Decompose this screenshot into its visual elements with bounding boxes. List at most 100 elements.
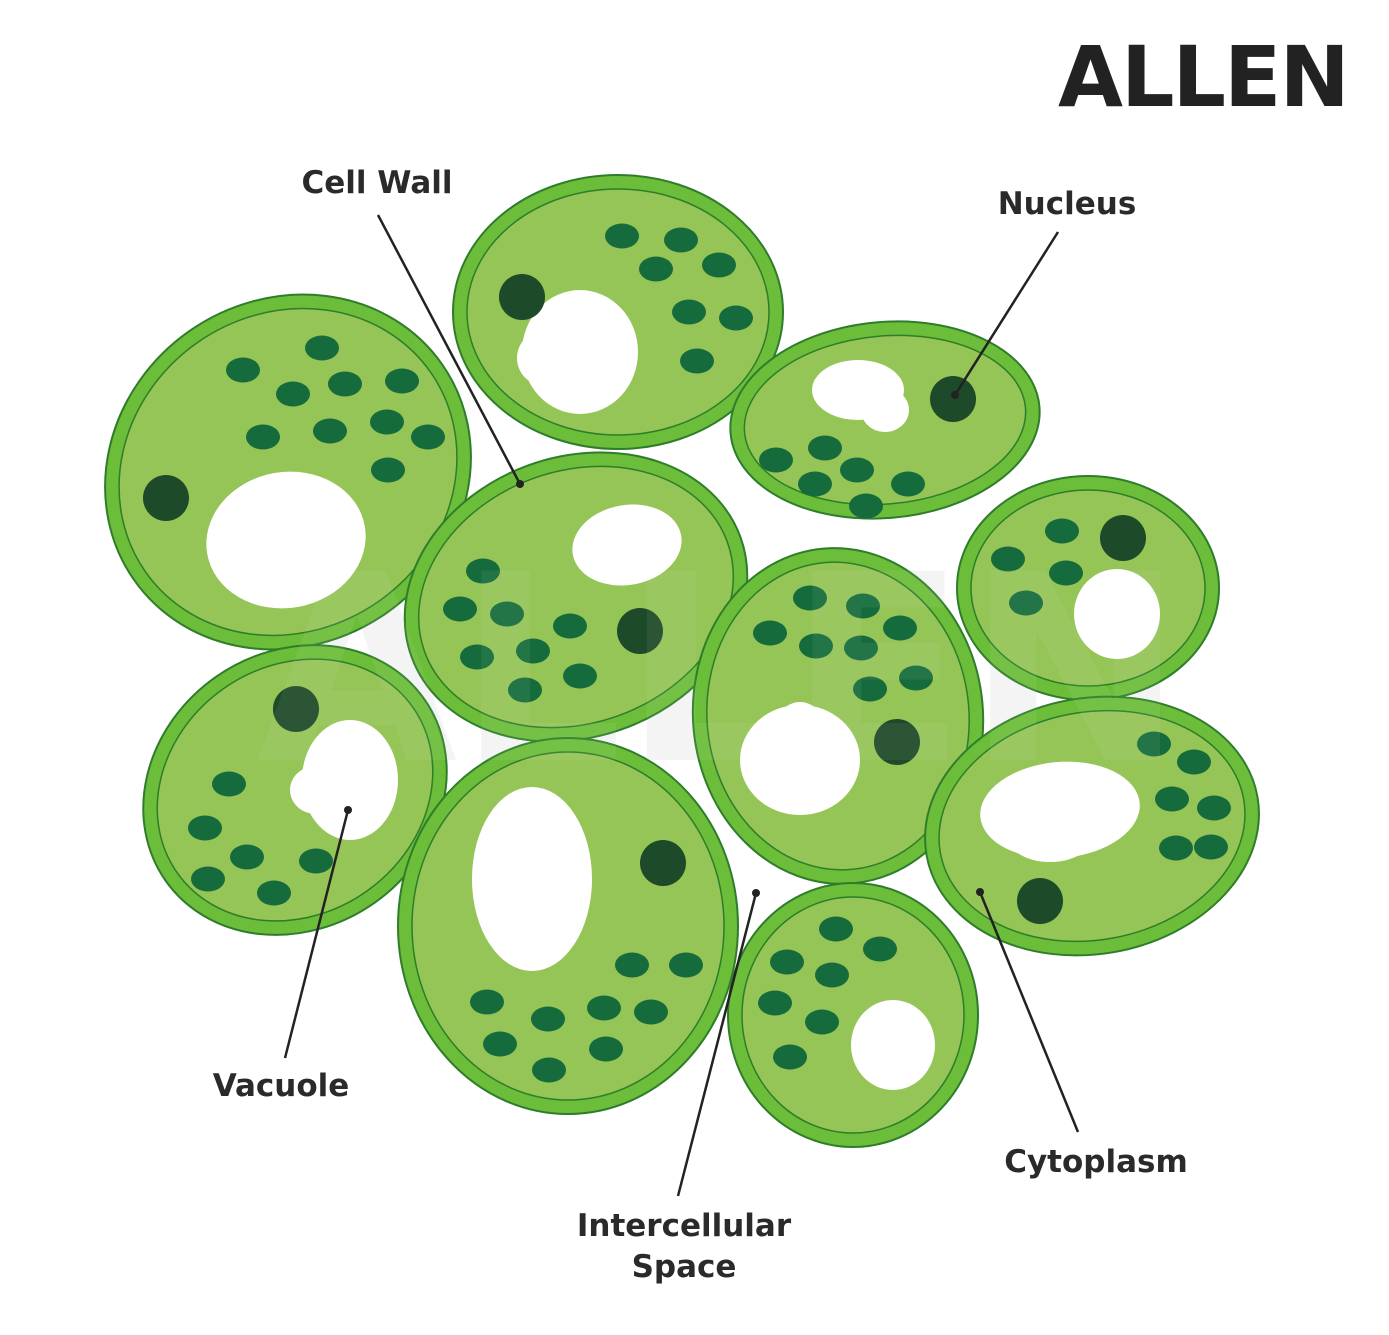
label-nucleus: Nucleus: [951, 186, 1136, 399]
plant-cell: [691, 547, 985, 885]
chloroplast: [815, 962, 849, 988]
intercellular-label-line2: Space: [632, 1249, 737, 1285]
label-intercellular-space: Intercellular Space: [577, 889, 792, 1285]
chloroplast: [759, 447, 793, 473]
vacuole: [206, 471, 366, 609]
chloroplast: [793, 585, 827, 611]
plant-cell: [452, 174, 784, 450]
nucleus: [874, 719, 920, 765]
chloroplast: [1194, 834, 1229, 860]
chloroplast: [1159, 835, 1193, 861]
label-vacuole: Vacuole: [213, 806, 352, 1104]
chloroplast: [634, 999, 668, 1025]
chloroplast: [385, 368, 419, 394]
vacuole: [851, 1000, 935, 1090]
chloroplast: [819, 916, 853, 942]
chloroplast: [1177, 749, 1211, 775]
chloroplast: [313, 418, 347, 444]
chloroplast: [443, 596, 477, 622]
chloroplast: [639, 256, 673, 282]
chloroplast: [672, 299, 706, 325]
chloroplast: [589, 1036, 623, 1062]
chloroplast: [276, 381, 310, 407]
chloroplast: [991, 546, 1025, 572]
plant-cell: [403, 451, 749, 743]
chloroplast: [230, 844, 264, 870]
vacuole: [775, 702, 825, 758]
cytoplasm-label: Cytoplasm: [1004, 1144, 1188, 1180]
chloroplast: [370, 409, 404, 435]
chloroplast: [470, 989, 504, 1015]
plant-cell: [104, 293, 472, 651]
chloroplast: [799, 633, 833, 659]
vacuole: [289, 766, 343, 814]
chloroplast: [1155, 786, 1189, 812]
chloroplast: [891, 471, 925, 497]
chloroplast: [490, 601, 524, 627]
chloroplast: [773, 1044, 807, 1070]
plant-cell: [142, 644, 448, 936]
intercellular-label-line1: Intercellular: [577, 1208, 792, 1244]
vacuole: [740, 705, 860, 815]
plant-cell: [729, 320, 1041, 520]
chloroplast: [798, 471, 832, 497]
nucleus: [640, 840, 686, 886]
chloroplast: [899, 665, 933, 691]
plant-cell: [727, 882, 979, 1148]
chloroplast: [1045, 518, 1079, 544]
chloroplast: [371, 457, 405, 483]
chloroplast: [669, 952, 703, 978]
vacuole: [861, 388, 909, 432]
chloroplast: [483, 1031, 517, 1057]
pointer-dot: [344, 806, 352, 814]
chloroplast: [808, 435, 843, 461]
plant-cell: [397, 737, 739, 1115]
cell-wall-label: Cell Wall: [301, 165, 452, 201]
chloroplast: [805, 1009, 839, 1035]
nucleus: [143, 475, 189, 521]
chloroplast: [702, 252, 736, 278]
vacuole: [1010, 818, 1090, 862]
chloroplast: [466, 558, 501, 584]
chloroplast: [328, 371, 362, 397]
chloroplast: [188, 815, 222, 841]
chloroplast: [299, 848, 333, 874]
chloroplast: [883, 615, 917, 641]
chloroplast: [840, 457, 874, 483]
watermark-overlay: ALLEN: [256, 520, 1184, 822]
pointer-dot: [752, 889, 760, 897]
chloroplast: [226, 357, 260, 383]
chloroplast: [615, 952, 649, 978]
chloroplast: [770, 949, 804, 975]
chloroplast: [508, 677, 542, 703]
nucleus: [930, 376, 976, 422]
chloroplast: [410, 424, 445, 450]
vacuole: [517, 330, 573, 386]
chloroplast: [753, 620, 787, 646]
allen-logo: ALLEN: [1058, 28, 1348, 126]
chloroplast: [853, 676, 887, 702]
label-cytoplasm: Cytoplasm: [976, 888, 1188, 1180]
chloroplast: [531, 1006, 565, 1032]
chloroplast: [191, 866, 225, 892]
vacuole: [1074, 569, 1160, 659]
chloroplast: [245, 424, 280, 450]
chloroplast: [1197, 795, 1231, 821]
nucleus: [499, 274, 545, 320]
chloroplast: [305, 335, 339, 361]
chloroplast: [849, 493, 883, 519]
chloroplast: [1009, 590, 1043, 616]
chloroplast: [460, 644, 494, 670]
chloroplast: [587, 995, 621, 1021]
nucleus: [1100, 515, 1146, 561]
pointer-dot: [976, 888, 984, 896]
chloroplast: [563, 663, 597, 689]
vacuole: [572, 504, 682, 586]
label-cell-wall: Cell Wall: [301, 165, 524, 488]
pointer-dot: [516, 480, 524, 488]
nucleus: [273, 686, 319, 732]
chloroplast: [516, 638, 550, 664]
chloroplast: [758, 990, 792, 1016]
vacuole-label: Vacuole: [213, 1068, 350, 1104]
